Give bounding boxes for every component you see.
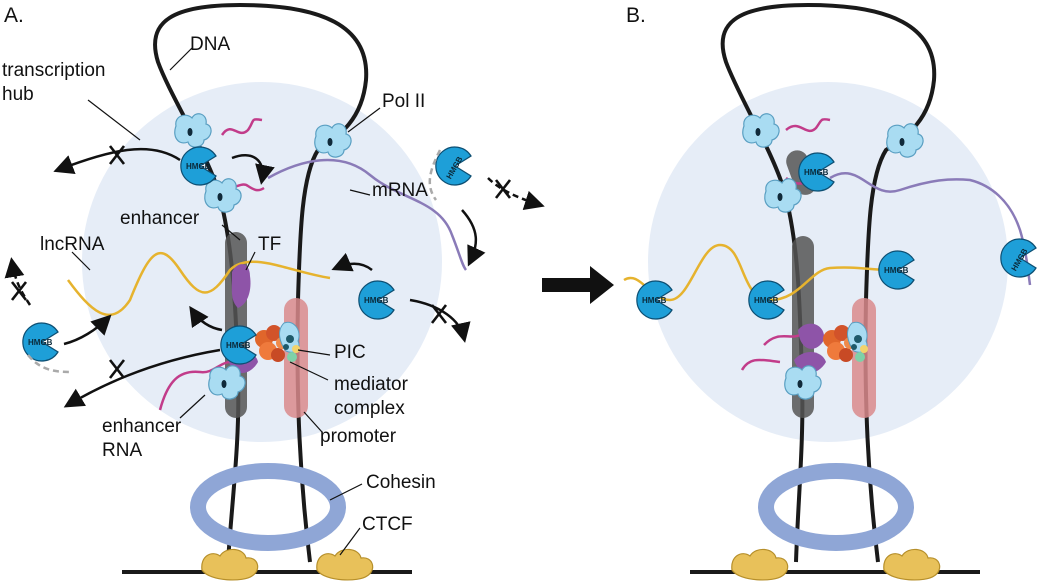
hmgb-icon: HMGB (878, 250, 915, 290)
lncrna-strand (623, 243, 889, 302)
tf-protein (798, 323, 825, 349)
hmgb-icon: HMGB (358, 280, 395, 320)
hmgb-icon: HMGB (220, 325, 257, 365)
cohesin-ring (758, 463, 914, 551)
ctcf-label: CTCF (362, 514, 413, 535)
mediator-label-2: complex (334, 398, 405, 419)
ctcf-left (201, 548, 259, 581)
mediator-label-1: mediator (334, 374, 409, 395)
transcription-hub-label-2: hub (2, 84, 34, 105)
svg-text:HMGB: HMGB (226, 341, 251, 350)
hmgb-icon: HMGB (1000, 238, 1037, 278)
enhancer-rna-label-2: RNA (102, 440, 142, 461)
pic-label: PIC (334, 342, 366, 363)
enhancer-rna-top (220, 118, 263, 136)
movement-arrows (4, 147, 545, 408)
enhancer-rna-bottom (763, 333, 801, 346)
panel-b: B. HMGB HMGB HMGB HMGB HMGB (623, 2, 1037, 581)
transcription-hub-circle (648, 82, 1008, 442)
tf-protein (231, 264, 251, 308)
enhancer-rna-top (785, 118, 831, 133)
transition-arrow-icon (542, 266, 614, 304)
enhancer-rna-label-1: enhancer (102, 416, 182, 437)
dna-label: DNA (190, 34, 230, 55)
enhancer-rna-bottom (158, 360, 236, 411)
tf-label: TF (258, 234, 281, 255)
svg-text:HMGB: HMGB (754, 296, 779, 305)
ctcf-right (316, 548, 374, 581)
cohesin-label: Cohesin (366, 472, 436, 493)
svg-text:HMGB: HMGB (364, 296, 389, 305)
promoter-label: promoter (320, 426, 397, 447)
hmgb-icon: HMGB (748, 280, 785, 320)
svg-text:HMGB: HMGB (642, 296, 667, 305)
hmgb-icon: HMGB (180, 146, 217, 186)
svg-text:HMGB: HMGB (186, 162, 211, 171)
lncrna-label: lncRNA (40, 234, 105, 255)
blocked-x-icon (10, 145, 512, 379)
cohesin-ring (190, 463, 346, 551)
hmgb-icon: HMGB (22, 322, 59, 362)
svg-text:HMGB: HMGB (804, 168, 829, 177)
panel-a-label: A. (4, 4, 24, 27)
mrna-strand (267, 158, 468, 271)
hmgb-icon: HMGB (435, 146, 472, 186)
svg-text:HMGB: HMGB (884, 266, 909, 275)
trail-line (27, 354, 71, 374)
trail-line (428, 149, 442, 201)
tf-protein-lower (794, 351, 826, 373)
transcription-hub-label-1: transcription (2, 60, 106, 81)
leader-lines (71, 47, 381, 556)
enhancer-rna-bottom (740, 358, 781, 371)
panel-a: A. HMGB HMGB (2, 2, 545, 581)
pol-ii-label: Pol II (382, 91, 425, 112)
panel-b-label: B. (626, 4, 646, 27)
hmgb-icon: HMGB (636, 280, 673, 320)
hmgb-icon: HMGB (798, 152, 835, 192)
ctcf-left (731, 548, 789, 581)
svg-text:HMGB: HMGB (28, 338, 53, 347)
mrna-label: mRNA (372, 180, 428, 201)
ctcf-right (883, 548, 941, 581)
enhancer-label: enhancer (120, 208, 200, 229)
